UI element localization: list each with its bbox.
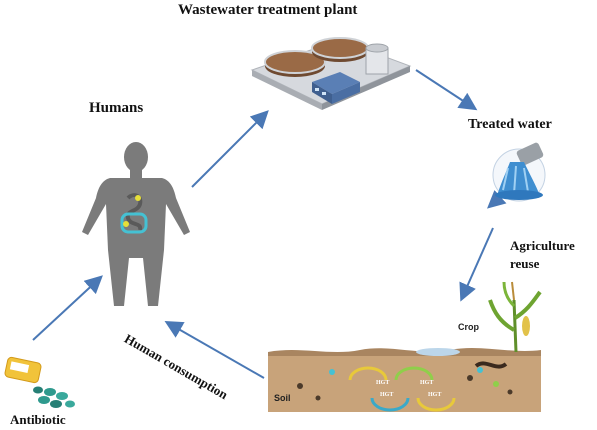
arrow-soil-to-humans: [164, 321, 265, 379]
arrow-agriculture-to-soil: [459, 227, 494, 302]
hgt-tag-2: HGT: [420, 380, 433, 386]
arrow-humans-to-plant: [191, 110, 269, 188]
antibiotic-icon: [4, 356, 75, 408]
gut-icon: [120, 193, 148, 234]
treated-water-label: Treated water: [468, 117, 552, 132]
soil-block-icon: [268, 348, 541, 412]
hgt-tag-4: HGT: [428, 392, 441, 398]
hgt-tag-3: HGT: [380, 392, 393, 398]
arrow-plant-to-treated-water: [415, 69, 478, 111]
human-silhouette-icon: [82, 142, 190, 306]
hgt-tag-1: HGT: [376, 380, 389, 386]
page-title: Wastewater treatment plant: [178, 2, 358, 18]
treated-water-icon: [492, 142, 546, 202]
soil-label: Soil: [274, 393, 291, 403]
agriculture-reuse-label: Agriculture reuse: [510, 238, 575, 271]
treatment-plant-icon: [250, 37, 412, 110]
crop-label: Crop: [458, 322, 479, 332]
humans-label: Humans: [89, 100, 144, 116]
crop-plant-icon: [488, 281, 542, 353]
arrow-antibiotic-to-humans: [32, 275, 103, 341]
antibiotic-label: Antibiotic: [10, 412, 66, 427]
